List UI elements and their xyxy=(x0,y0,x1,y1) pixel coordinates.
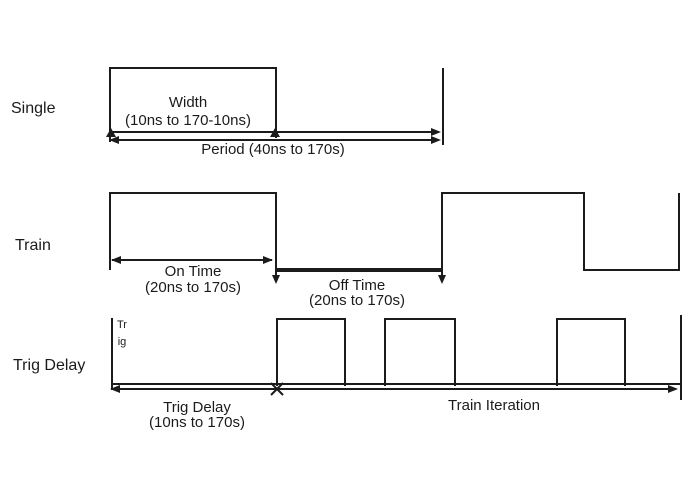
off-time-label: Off Time xyxy=(328,277,386,294)
width-label: Width xyxy=(168,94,208,111)
single-arrowheads xyxy=(106,128,441,144)
trig-pulse3 xyxy=(556,318,626,386)
train-pulse1 xyxy=(109,192,277,277)
single-waveform xyxy=(106,67,444,145)
row-label-single: Single xyxy=(11,100,56,117)
trig-vertical-label: Trig xyxy=(117,319,127,348)
trig-pulse2 xyxy=(384,318,456,386)
train-low2-line xyxy=(584,193,680,271)
on-time-label: On Time xyxy=(164,263,222,280)
trig-arrowheads xyxy=(110,385,678,393)
single-pulse xyxy=(109,67,277,142)
trig-delay-waveform xyxy=(110,315,682,400)
on-time-range-label: (20ns to 170s) xyxy=(145,279,241,296)
width-range-label: (10ns to 170-10ns) xyxy=(125,112,251,129)
train-waveform xyxy=(109,192,680,284)
row-label-train: Train xyxy=(15,237,51,254)
off-time-range-label: (20ns to 170s) xyxy=(309,292,405,309)
period-label: Period (40ns to 170s) xyxy=(201,141,345,158)
train-pulse2 xyxy=(441,192,585,277)
train-iteration-label: Train Iteration xyxy=(448,397,540,414)
trig-pulse1 xyxy=(276,318,346,386)
row-label-trig-delay: Trig Delay xyxy=(13,357,86,374)
train-arrowheads xyxy=(111,256,446,284)
trig-star-marker xyxy=(270,382,284,396)
trig-delay-label: Trig Delay xyxy=(163,399,231,416)
trig-delay-range-label: (10ns to 170s) xyxy=(149,414,245,431)
